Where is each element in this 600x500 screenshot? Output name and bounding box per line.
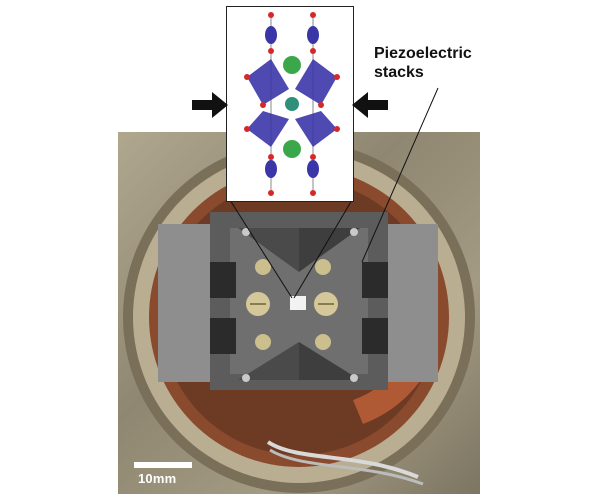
small-screw (242, 374, 250, 382)
octahedron (295, 111, 337, 147)
large-cation (283, 140, 301, 158)
oxygen-atom (268, 12, 274, 18)
chain-polyhedron (265, 160, 277, 178)
annotation-line-2: stacks (374, 64, 424, 81)
small-screw (350, 228, 358, 236)
oxygen-atom (334, 74, 340, 80)
scale-bar-label: 10mm (138, 471, 177, 486)
crystal-structure-inset (226, 6, 354, 202)
large-cation (283, 56, 301, 74)
oxygen-atom (244, 126, 250, 132)
oxygen-atom (310, 154, 316, 160)
scale-bar (134, 462, 192, 468)
oxygen-atom (244, 74, 250, 80)
oxygen-atom (310, 12, 316, 18)
screw (315, 334, 331, 350)
oxygen-atom (310, 48, 316, 54)
oxygen-atom (260, 102, 266, 108)
octahedron (295, 59, 337, 105)
oxygen-atom (334, 126, 340, 132)
bottom-bracket-left (238, 342, 299, 380)
piezo-stack-right-bottom (362, 318, 388, 354)
oxygen-atom (318, 102, 324, 108)
sample (290, 296, 306, 310)
piezo-stack-left-top (210, 262, 236, 298)
small-cation (285, 97, 299, 111)
chain-polyhedron (307, 26, 319, 44)
wire-bundle-2 (269, 448, 424, 486)
annotation-line-1: Piezoelectric (374, 45, 472, 62)
left-mount-block (158, 224, 220, 382)
chain-polyhedron (307, 160, 319, 178)
oxygen-atom (268, 48, 274, 54)
oxygen-atom (268, 190, 274, 196)
small-screw (350, 374, 358, 382)
crystal-structure-drawing (244, 12, 340, 196)
chain-polyhedron (265, 26, 277, 44)
screw (255, 334, 271, 350)
octahedron (247, 59, 289, 105)
screw (315, 259, 331, 275)
oxygen-atom (268, 154, 274, 160)
arrow-right-icon (192, 92, 228, 118)
octahedron (247, 111, 289, 147)
piezoelectric-stacks-label: Piezoelectric stacks (374, 44, 472, 82)
piezo-stack-left-bottom (210, 318, 236, 354)
oxygen-atom (310, 190, 316, 196)
bottom-bracket-right (299, 342, 360, 380)
small-screw (242, 228, 250, 236)
screw (255, 259, 271, 275)
piezo-stack-right-top (362, 262, 388, 298)
wire-bundle (266, 440, 419, 479)
arrow-left-icon (352, 92, 388, 118)
